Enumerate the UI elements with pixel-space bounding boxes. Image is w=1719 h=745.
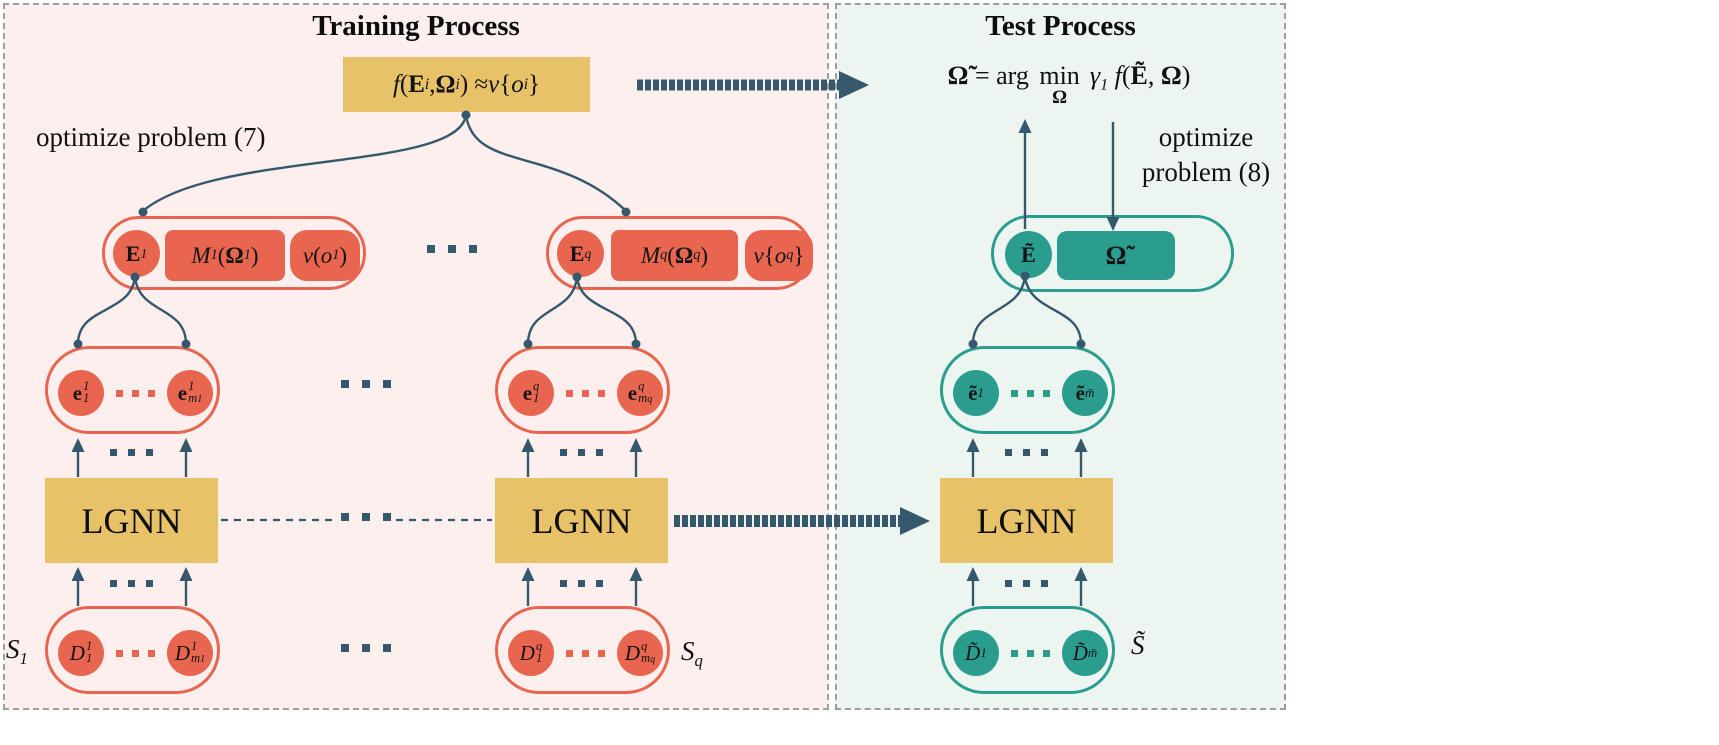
set-label-Sq: Sq	[681, 636, 703, 670]
ellipsis-edges-task1	[116, 390, 155, 397]
optimize-problem-8-line1: optimize	[1158, 122, 1254, 152]
ellipsis-arrows-taskq-upper	[560, 449, 603, 456]
set-label-Stilde: S̃	[1131, 630, 1145, 660]
optimize-problem-7-label: optimize problem (7)	[36, 122, 266, 152]
omega-tilde-node: Ω̃	[1057, 231, 1175, 280]
ellipsis-edges-test	[1011, 390, 1050, 397]
set-label-S1: S1	[6, 634, 28, 668]
ellipsis-arrows-task1-lower	[110, 580, 153, 587]
ellipsis-between-dataset-containers	[341, 644, 391, 652]
ellipsis-arrows-test-lower	[1005, 580, 1048, 587]
dataset-Dtilde-m-node: D̃m̃	[1062, 630, 1108, 676]
lgnn-box-taskq: LGNN	[495, 478, 668, 563]
test-panel-title: Test Process	[985, 10, 1136, 42]
embedding-Etilde-node: Ẽ	[1005, 231, 1052, 278]
ellipsis-datasets-task1	[116, 650, 155, 657]
test-panel: Test Process	[835, 3, 1286, 710]
test-summary-container: Ẽ Ω̃	[991, 215, 1234, 292]
ellipsis-edges-taskq	[566, 390, 605, 397]
optimize-problem-8-line2: problem (8)	[1141, 157, 1271, 187]
optimize-problem-8-label: optimize problem (8)	[1120, 120, 1292, 190]
ellipsis-between-task-containers	[427, 245, 477, 253]
lgnn-box-task1: LGNN	[45, 478, 218, 563]
lgnn-box-test: LGNN	[940, 478, 1113, 563]
ellipsis-between-embedding-containers	[341, 380, 391, 388]
ellipsis-datasets-test	[1011, 650, 1050, 657]
training-panel-title: Training Process	[312, 10, 520, 42]
ellipsis-datasets-taskq	[566, 650, 605, 657]
ellipsis-arrows-test-upper	[1005, 449, 1048, 456]
ellipsis-between-lgnn	[341, 513, 391, 521]
ellipsis-arrows-taskq-lower	[560, 580, 603, 587]
dataset-Dtilde-1-node: D̃1	[953, 630, 999, 676]
test-dataset-container: D̃1 D̃m̃	[940, 606, 1115, 694]
ellipsis-arrows-task1-upper	[110, 449, 153, 456]
